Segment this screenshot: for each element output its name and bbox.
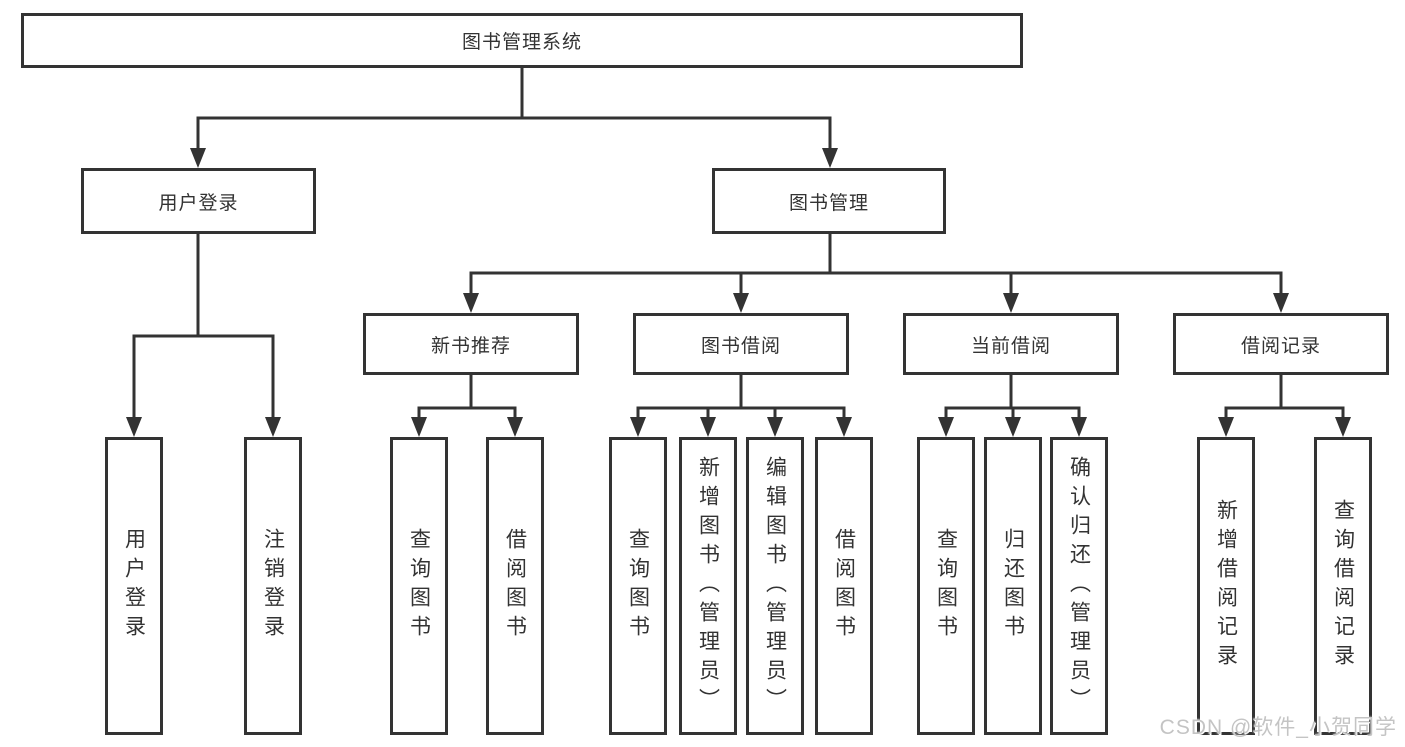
node-user-login: 用户登录: [81, 168, 316, 234]
node-label: 新增图书（管理员）: [696, 455, 720, 717]
arrow-down-icon: [938, 417, 954, 437]
node-borrow-records: 借阅记录: [1173, 313, 1389, 375]
node-label: 查询借阅记录: [1331, 499, 1355, 673]
arrow-down-icon: [265, 417, 281, 437]
leaf-add-borrow-record: 新增借阅记录: [1197, 437, 1255, 735]
leaf-edit-book-admin: 编辑图书（管理员）: [746, 437, 804, 735]
node-book-management: 图书管理: [712, 168, 946, 234]
node-label: 新书推荐: [430, 335, 511, 357]
leaf-confirm-return-admin: 确认归还（管理员）: [1050, 437, 1108, 735]
arrow-down-icon: [1273, 293, 1289, 313]
node-book-borrow: 图书借阅: [633, 313, 849, 375]
node-label: 注销登录: [261, 528, 285, 644]
arrow-down-icon: [1335, 417, 1351, 437]
leaf-borrow-books-recommend: 借阅图书: [486, 437, 544, 735]
node-label: 图书管理系统: [461, 32, 582, 53]
leaf-query-books-current: 查询图书: [917, 437, 975, 735]
arrow-down-icon: [1005, 417, 1021, 437]
arrow-down-icon: [463, 293, 479, 313]
arrow-down-icon: [1071, 417, 1087, 437]
leaf-user-login: 用户登录: [105, 437, 163, 735]
node-label: 归还图书: [1001, 528, 1025, 644]
node-label: 图书管理: [788, 192, 869, 214]
node-label: 查询图书: [626, 528, 650, 644]
node-label: 当前借阅: [970, 335, 1051, 357]
node-label: 借阅图书: [503, 528, 527, 644]
node-label: 确认归还（管理员）: [1067, 455, 1091, 717]
arrow-down-icon: [126, 417, 142, 437]
leaf-add-book-admin: 新增图书（管理员）: [679, 437, 737, 735]
leaf-query-books-recommend: 查询图书: [390, 437, 448, 735]
leaf-logout: 注销登录: [244, 437, 302, 735]
node-current-borrow: 当前借阅: [903, 313, 1119, 375]
leaf-query-borrow-record: 查询借阅记录: [1314, 437, 1372, 735]
node-label: 编辑图书（管理员）: [763, 455, 787, 717]
arrow-down-icon: [190, 148, 206, 168]
arrow-down-icon: [630, 417, 646, 437]
arrow-down-icon: [1218, 417, 1234, 437]
node-label: 借阅记录: [1240, 335, 1321, 357]
node-label: 用户登录: [122, 528, 146, 644]
node-label: 借阅图书: [832, 528, 856, 644]
arrow-down-icon: [507, 417, 523, 437]
arrow-down-icon: [1003, 293, 1019, 313]
node-library-system: 图书管理系统: [21, 13, 1023, 68]
arrow-down-icon: [733, 293, 749, 313]
leaf-borrow-books: 借阅图书: [815, 437, 873, 735]
node-label: 用户登录: [158, 192, 239, 214]
arrow-down-icon: [822, 148, 838, 168]
node-new-book-recommend: 新书推荐: [363, 313, 579, 375]
node-label: 新增借阅记录: [1214, 499, 1238, 673]
watermark: CSDN @软件_小贺同学: [1159, 716, 1397, 739]
node-label: 图书借阅: [700, 335, 781, 357]
leaf-return-book: 归还图书: [984, 437, 1042, 735]
arrow-down-icon: [700, 417, 716, 437]
node-label: 查询图书: [407, 528, 431, 644]
node-label: 查询图书: [934, 528, 958, 644]
arrow-down-icon: [767, 417, 783, 437]
arrow-down-icon: [411, 417, 427, 437]
leaf-query-books-borrow: 查询图书: [609, 437, 667, 735]
arrow-down-icon: [836, 417, 852, 437]
